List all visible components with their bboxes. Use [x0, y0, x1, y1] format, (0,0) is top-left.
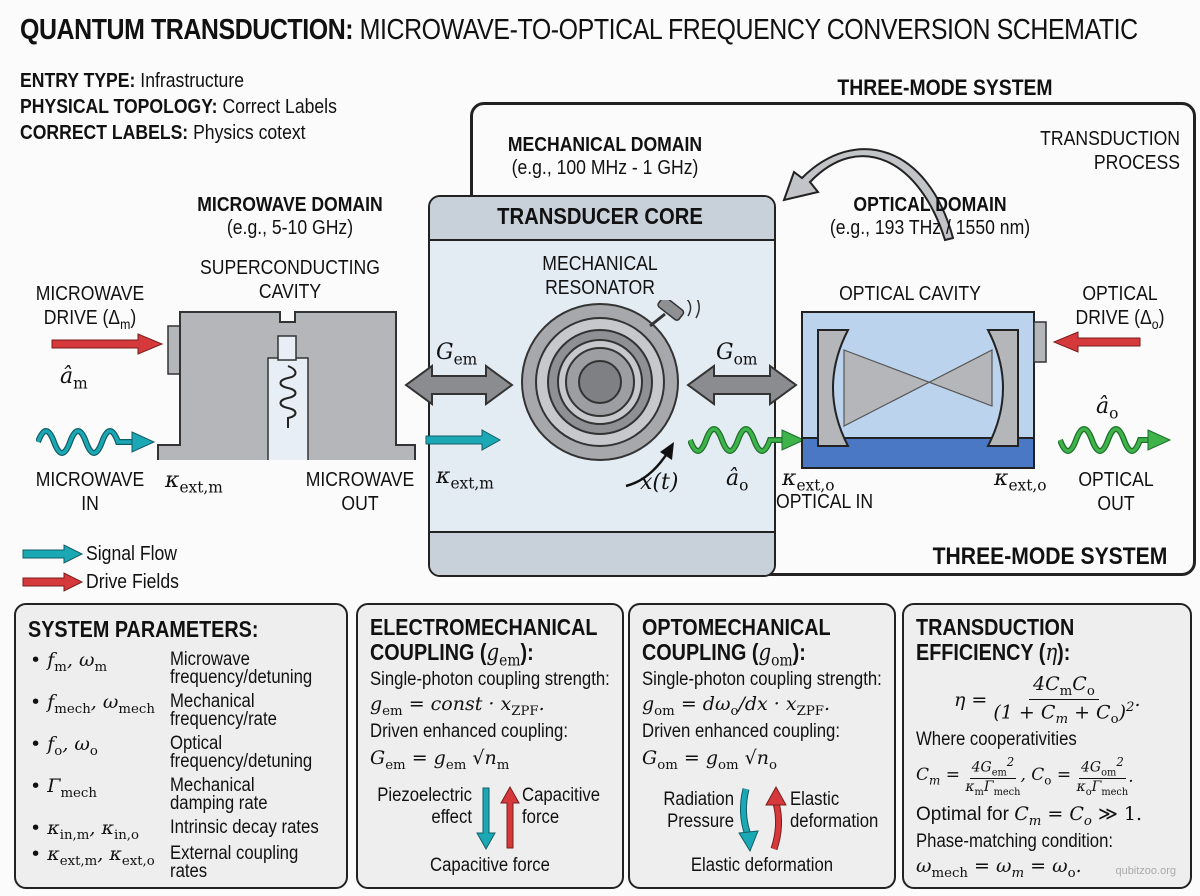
- kappa-ext-m-left: κext,m: [165, 468, 223, 497]
- mechanical-domain-range: (e.g., 100 MHz - 1 GHz): [511, 157, 699, 179]
- superconducting-cavity: [157, 311, 416, 460]
- g-om-label: Gom: [716, 340, 758, 369]
- displacement-arrow-icon: [625, 442, 674, 488]
- legend-item-drive-fields: Drive Fields: [22, 568, 192, 596]
- left-mirror: [817, 329, 850, 447]
- microwave-domain-range: (e.g., 5-10 GHz): [226, 217, 354, 239]
- arrow-down-icon: [476, 787, 496, 851]
- optical-signal-wave-icon: [688, 426, 806, 454]
- electromechanical-coupling-panel: ELECTROMECHANICAL COUPLING (gem): Single…: [356, 603, 624, 889]
- om-eq-driven: Gom = gom √no: [642, 747, 778, 773]
- arrow-right-icon: [22, 544, 84, 564]
- probe-icon: [657, 300, 685, 321]
- right-mirror: [986, 329, 1019, 447]
- microwave-input-wave-icon: [36, 428, 156, 456]
- microwave-drive-label: MICROWAVE DRIVE (Δm): [35, 283, 145, 332]
- g-om-double-arrow-icon: [686, 364, 798, 406]
- optical-domain-title: OPTICAL DOMAIN: [853, 194, 1007, 216]
- transducer-core-title: TRANSDUCER CORE: [497, 203, 703, 229]
- legend: Signal Flow Drive Fields: [22, 540, 192, 596]
- g-em-double-arrow-icon: [404, 364, 514, 406]
- optical-cavity: [801, 311, 1047, 469]
- watermark: qubitzoo.org: [1115, 865, 1176, 877]
- page-title: QUANTUM TRANSDUCTION: MICROWAVE-TO-OPTIC…: [20, 14, 1138, 46]
- three-mode-system-label-bottom: THREE-MODE SYSTEM: [922, 545, 1178, 569]
- microwave-domain-title: MICROWAVE DOMAIN: [197, 194, 383, 216]
- microwave-signal-arrow-icon: [425, 429, 502, 451]
- optical-mode-operator-core: âo: [726, 466, 749, 495]
- optimal-condition: Optimal for Cm = Co ≫ 1.: [916, 803, 1143, 829]
- kappa-ext-o-left: κext,o: [782, 466, 835, 495]
- system-parameters-title: SYSTEM PARAMETERS:: [28, 616, 259, 642]
- om-panel-title: OPTOMECHANICAL COUPLING (gom):: [642, 614, 831, 670]
- mechanical-resonator: [521, 300, 700, 461]
- efficiency-panel-title: TRANSDUCTION EFFICIENCY (η):: [916, 614, 1075, 666]
- meta-physical-topology: PHYSICAL TOPOLOGY: Correct Labels: [20, 96, 337, 118]
- phase-matching-equation: ωmech = ωm = ωo.: [916, 855, 1082, 881]
- transduction-efficiency-panel: TRANSDUCTION EFFICIENCY (η): η = 4CmCo (…: [902, 603, 1192, 889]
- legend-item-signal-flow: Signal Flow: [22, 540, 192, 568]
- em-eq-single-photon: gem = const · xZPF.: [370, 693, 545, 719]
- arrow-up-icon: [500, 785, 520, 849]
- optical-output-wave-icon: [1058, 426, 1172, 454]
- kappa-ext-m-core: κext,m: [436, 464, 494, 493]
- optical-cavity-label: OPTICAL CAVITY: [839, 283, 981, 305]
- optical-drive-port: [1033, 321, 1047, 363]
- meta-entry-type: ENTRY TYPE: Infrastructure: [20, 70, 244, 92]
- transduction-process-arrow-icon: [782, 148, 955, 242]
- mechanical-domain-title: MECHANICAL DOMAIN: [507, 134, 703, 156]
- om-eq-single-photon: gom = dωo/dx · xZPF.: [642, 693, 831, 719]
- optical-drive-arrow-icon: [1052, 331, 1141, 353]
- drive-port: [167, 325, 181, 375]
- curved-arrow-down-icon: [738, 788, 759, 853]
- three-mode-system-label: THREE-MODE SYSTEM: [837, 75, 1053, 100]
- optical-mode-operator: âo: [1096, 394, 1119, 423]
- meta-correct-labels: CORRECT LABELS: Physics cotext: [20, 122, 306, 144]
- em-panel-title: ELECTROMECHANICAL COUPLING (gem):: [370, 614, 598, 670]
- inductor-coil-icon: [279, 365, 297, 428]
- efficiency-equation: η = 4CmCo (1 + Cm + Co)2 .: [954, 673, 1141, 727]
- optical-domain-range: (e.g., 193 THz / 1550 nm): [829, 217, 1031, 239]
- g-em-label: Gem: [436, 340, 478, 369]
- optical-drive-label: OPTICAL DRIVE (Δo): [1075, 283, 1165, 332]
- kappa-ext-o-right: κext,o: [994, 466, 1047, 495]
- entry-meta: ENTRY TYPE: Infrastructure PHYSICAL TOPO…: [20, 68, 337, 146]
- microwave-drive-arrow-icon: [51, 333, 164, 355]
- curved-arrow-up-icon: [765, 785, 787, 851]
- arrow-right-icon: [22, 572, 84, 592]
- cooperativity-equation: Cm = 4Gem2 κmΓmech , Co = 4Gom2 κoΓmech …: [916, 755, 1134, 799]
- optomechanical-coupling-panel: OPTOMECHANICAL COUPLING (gom): Single-ph…: [628, 603, 896, 889]
- optical-in-label: OPTICAL IN: [776, 491, 874, 513]
- em-eq-driven: Gem = gem √nm: [370, 747, 510, 773]
- microwave-mode-operator: âm: [60, 364, 88, 393]
- displacement-label: x(t): [640, 470, 679, 495]
